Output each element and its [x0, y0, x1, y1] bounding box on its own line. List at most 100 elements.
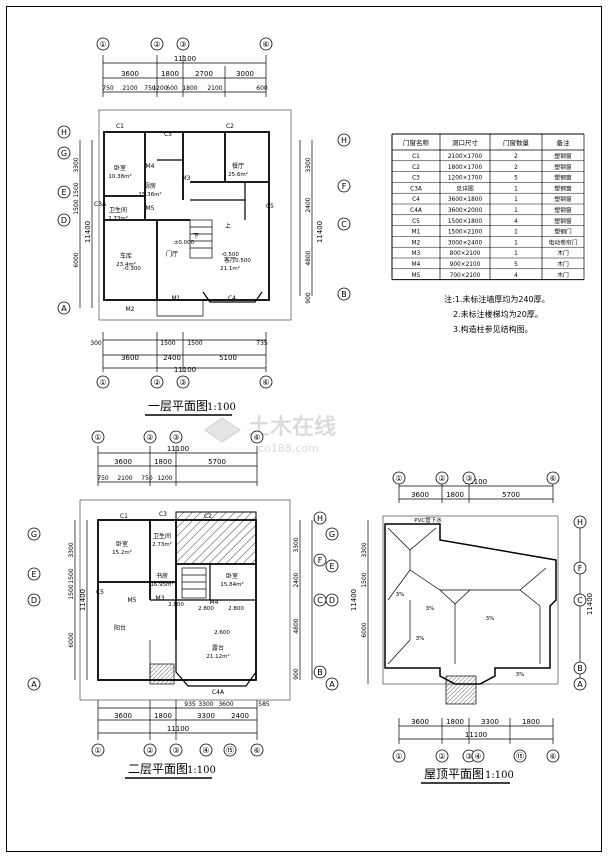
roof-axis-bottom-1-circle — [435, 749, 449, 763]
roof-dim-bottom-1: 1800 — [446, 718, 464, 726]
schedule-cell-5-1: 3600×2000 — [448, 208, 483, 214]
p1-dim-top-row1-3: 3000 — [236, 70, 254, 78]
p1-label-8: M4 — [146, 163, 155, 170]
p1-level-1: -0.300 — [123, 266, 141, 272]
p1-axis-left-2: E — [61, 188, 66, 197]
p2-dim-top-row2-2: 750 — [141, 475, 153, 482]
schedule-cell-0-2: 2 — [514, 154, 518, 160]
p1-dim-right-0: 3300 — [305, 157, 312, 172]
p1-axis-top-0: ① — [99, 40, 106, 49]
roof-axis-right-4-circle — [573, 677, 587, 691]
p2-axis-right-0: H — [317, 514, 323, 523]
p2-axis-bottom-5-circle — [250, 743, 264, 757]
schedule-header-1: 洞口尺寸 — [452, 138, 479, 147]
roof-label-4: 3% — [516, 672, 525, 678]
p2-dim-bottom-total: 11100 — [167, 725, 189, 733]
roof-label-0: 3% — [396, 592, 405, 598]
note-1: 注:1.未标注墙厚均为240厚。 — [444, 294, 550, 304]
p1-dim-top-row2-2: 750 — [144, 85, 156, 92]
plan-1 — [79, 55, 313, 372]
p1-dim-right-3: 900 — [305, 292, 312, 304]
p1-label-5: M1 — [172, 295, 181, 302]
p1-dim-left-1: 1500 — [73, 182, 80, 197]
roof-dim-right-total: 11400 — [586, 593, 594, 615]
p2-level-2: 2.800 — [228, 606, 244, 612]
schedule-cell-3-1: 见详图 — [456, 184, 474, 192]
schedule-cell-3-2: 1 — [514, 186, 518, 192]
p1-axis-left-4-circle — [57, 301, 71, 315]
schedule-cell-9-1: 800×2100 — [450, 251, 481, 257]
p2-dim-right-2: 4800 — [293, 618, 300, 633]
schedule-cell-10-3: 木门 — [557, 260, 569, 268]
p1-room-name-5: 客厅 — [224, 256, 236, 264]
p2-axis-left-1: E — [31, 570, 36, 579]
p2-axis-right-0-circle — [313, 511, 327, 525]
p1-room-name-8: 下 — [193, 233, 199, 240]
p2-label-1: C2 — [204, 513, 212, 520]
roof-axis-top-0: ① — [395, 474, 402, 483]
p2-dim-bottom-row2-2: 3300 — [197, 712, 215, 720]
roof-axis-right-2: C — [577, 596, 583, 605]
p1-axis-right-2: C — [341, 220, 347, 229]
p1-dim-bottom-row2-2: 5100 — [219, 354, 237, 362]
p2-axis-bottom-2: ③ — [172, 746, 179, 755]
schedule-cell-0-0: C1 — [412, 154, 420, 160]
p2-dim-top-row1-2: 5700 — [208, 458, 226, 466]
roof-axis-bottom-2: ③ — [465, 752, 472, 761]
schedule-cell-11-1: 700×2100 — [450, 273, 481, 279]
roof-dim-left-2: 6000 — [361, 622, 368, 637]
p2-dim-top-row2-0: 750 — [97, 475, 109, 482]
p1-room-name-0: 卧室 — [114, 164, 126, 172]
p2-axis-bottom-3-circle — [199, 743, 213, 757]
p1-room-area-5: 21.1m² — [220, 265, 240, 272]
p1-label-2: C3 — [164, 131, 172, 138]
p1-axis-top-3-circle — [259, 37, 273, 51]
plan-2-title: 二层平面图 — [128, 762, 188, 776]
roof-axis-right-4: A — [577, 680, 583, 689]
roof-axis-right-1-circle — [573, 561, 587, 575]
roof-axis-bottom-1: ② — [438, 752, 445, 761]
p1-dim-top-row2-7: 600 — [256, 85, 268, 92]
p2-dim-left-0: 3300 — [68, 542, 75, 557]
roof-dim-left-1: 1500 — [361, 572, 368, 587]
p1-dim-top-row1-1: 1800 — [161, 70, 179, 78]
roof-axis-left-0-circle — [325, 527, 339, 541]
roof-axis-left-2: D — [329, 596, 335, 605]
p1-axis-right-3: B — [341, 290, 347, 299]
schedule-cell-11-0: M5 — [412, 273, 421, 279]
p2-room-name-1: 卫生间 — [153, 532, 171, 540]
roof-axis-bottom-0: ① — [395, 752, 402, 761]
schedule-cell-9-2: 1 — [514, 251, 518, 257]
p1-dim-left-2: 1500 — [73, 199, 80, 214]
p2-label-4: C5 — [96, 589, 104, 596]
roof-axis-top-2-circle — [462, 471, 476, 485]
p2-dim-top-row1-1: 1800 — [154, 458, 172, 466]
p1-label-1: C2 — [226, 123, 234, 130]
p1-axis-right-2-circle — [337, 217, 351, 231]
p2-dim-bottom-row2-1: 1800 — [154, 712, 172, 720]
schedule-cell-2-2: 5 — [514, 176, 518, 182]
schedule-cell-10-1: 900×2100 — [450, 262, 481, 268]
p2-dim-bottom-row1-2: 3600 — [218, 701, 233, 708]
schedule-cell-1-1: 1800×1700 — [448, 165, 483, 171]
roof-axis-right-0-circle — [573, 515, 587, 529]
roof-axis-left-2-circle — [325, 593, 339, 607]
schedule-header-2: 门窗数量 — [503, 138, 530, 147]
roof-plan — [367, 478, 581, 744]
p1-dim-top-total: 11100 — [174, 55, 196, 63]
p2-room-name-2: 书房 — [156, 572, 168, 580]
p2-axis-right-2: C — [317, 596, 323, 605]
p2-axis-top-3-circle — [250, 430, 264, 444]
schedule-cell-5-0: C4A — [410, 208, 422, 214]
roof-axis-top-3: ⑥ — [549, 474, 556, 483]
p2-level-3: 2.600 — [214, 630, 230, 636]
schedule-cell-4-0: C4 — [412, 197, 420, 203]
p1-room-area-4: 2.73m² — [108, 215, 128, 222]
p1-axis-bottom-0: ① — [99, 378, 106, 387]
p1-axis-left-3-circle — [57, 213, 71, 227]
p2-dim-bottom-row1-0: 935 — [184, 701, 196, 708]
p1-label-10: C3A — [94, 201, 107, 208]
